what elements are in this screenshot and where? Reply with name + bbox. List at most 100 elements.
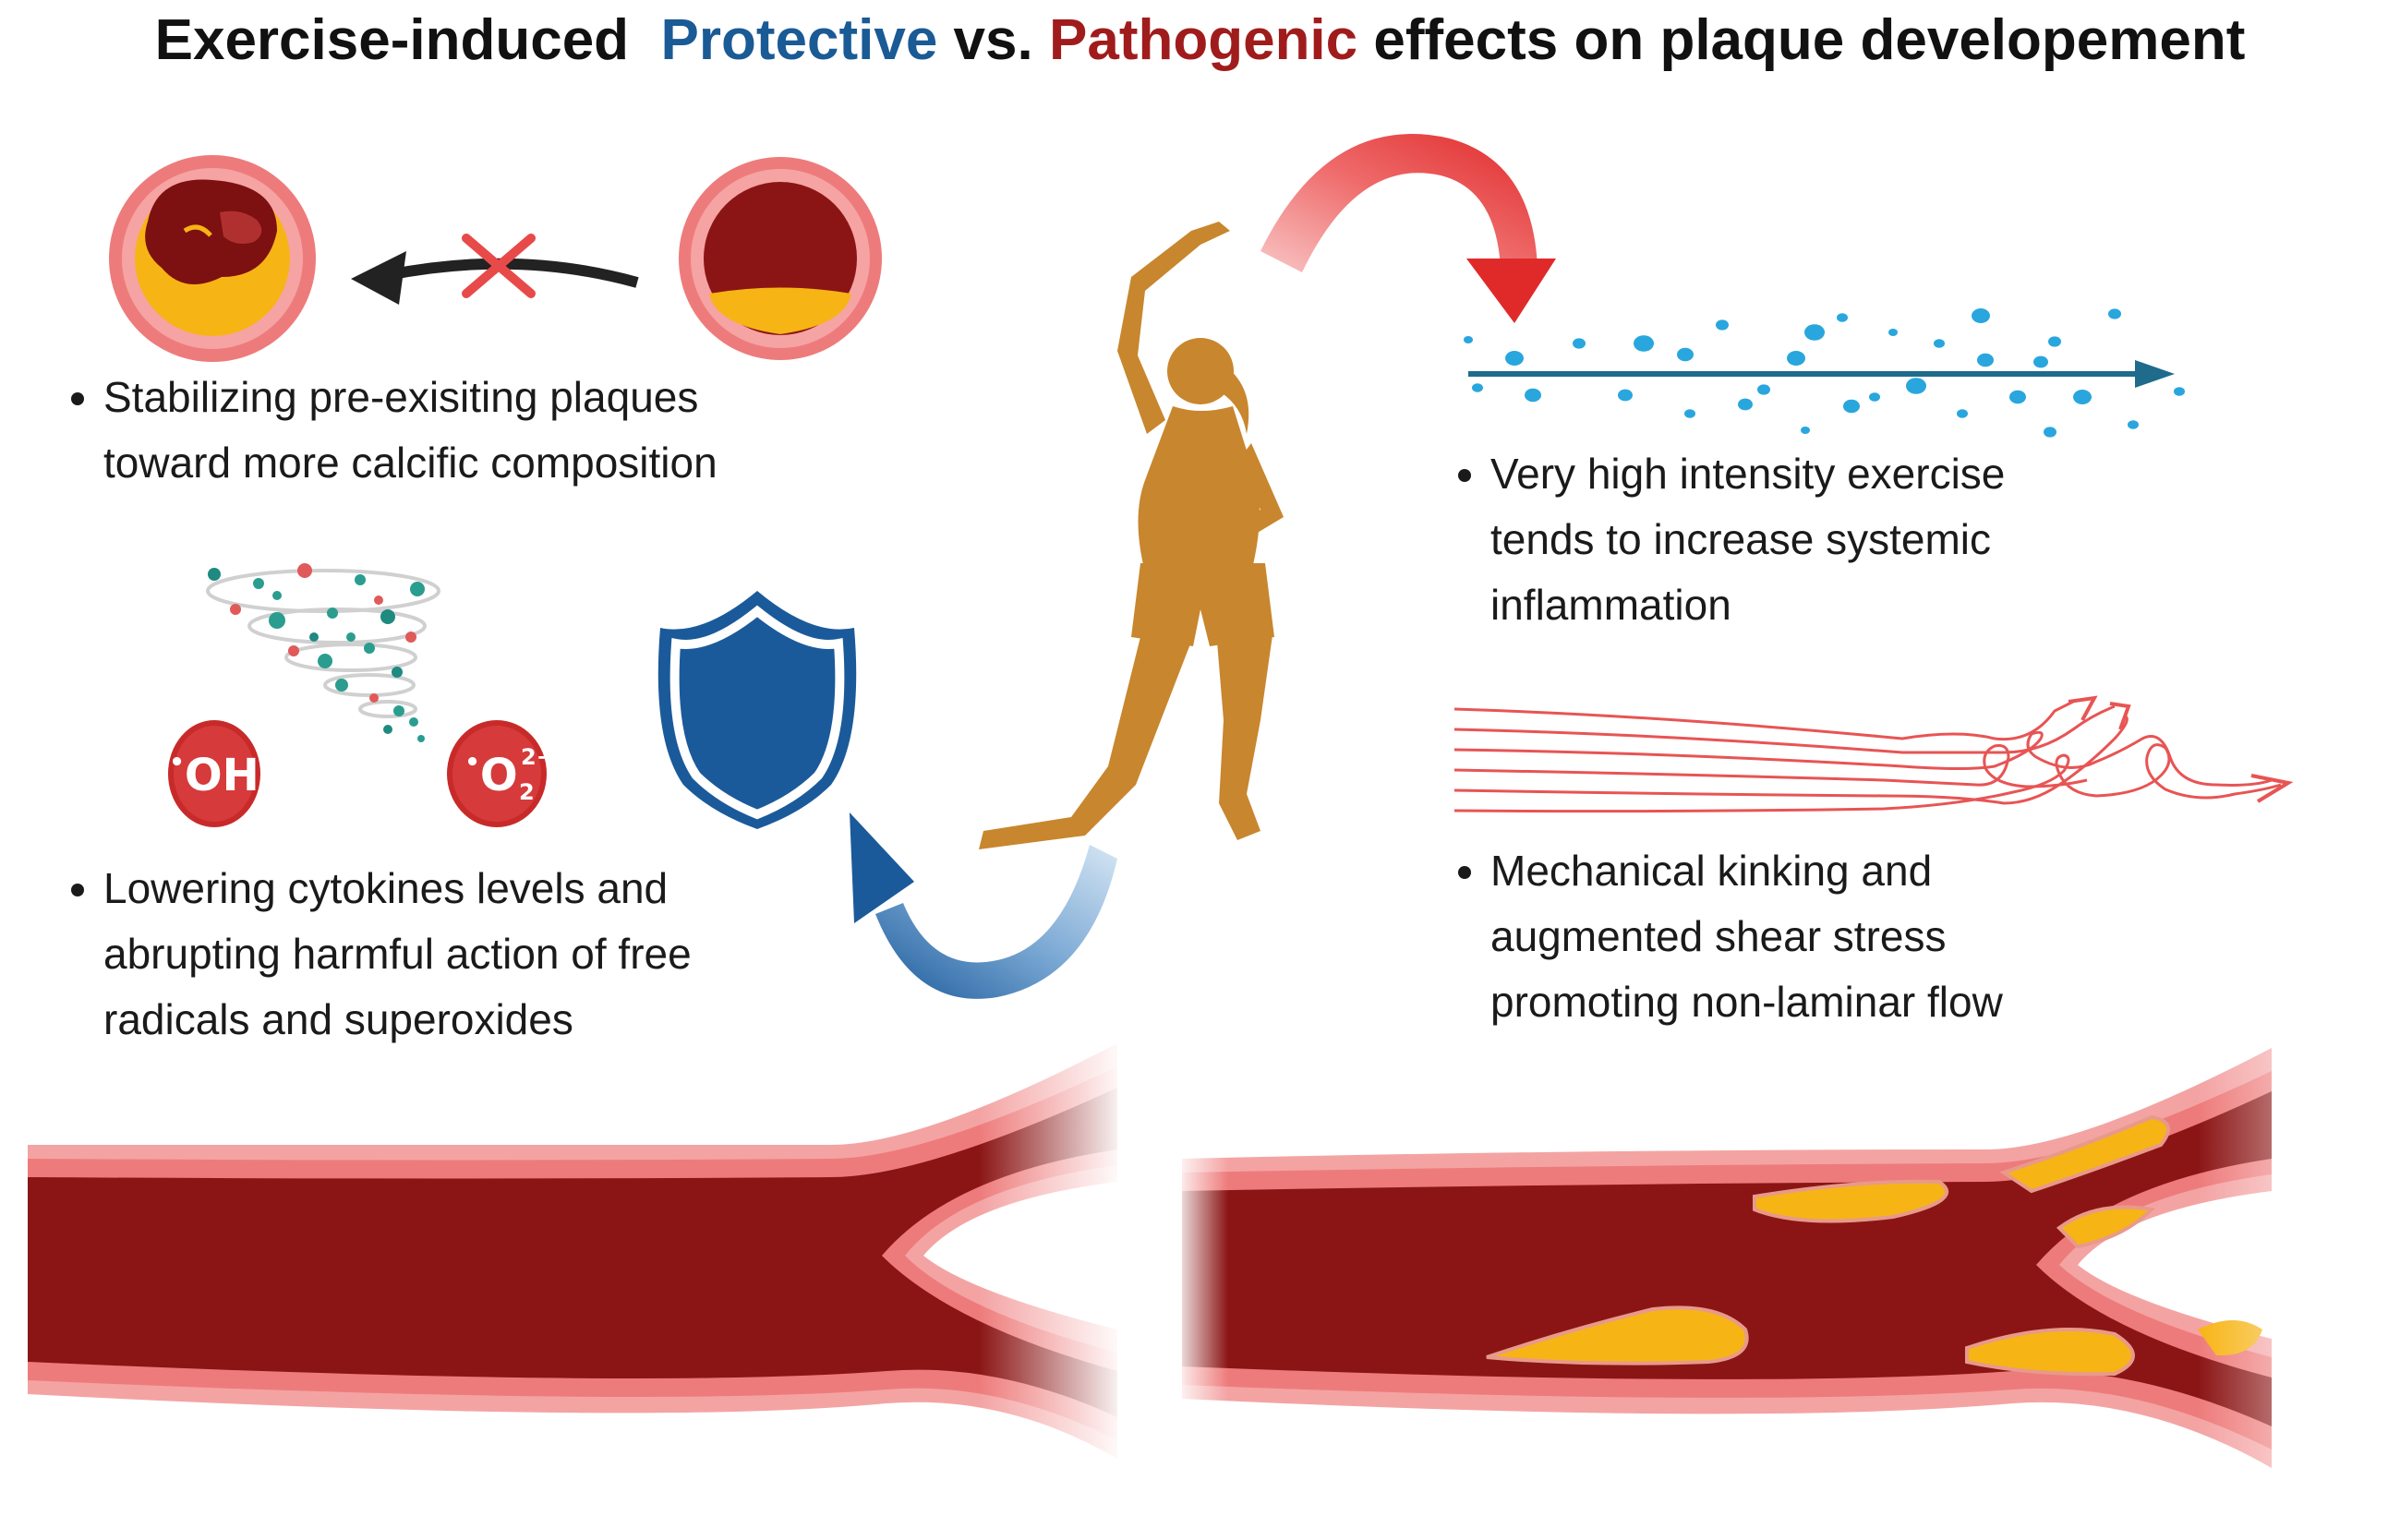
tornado-dot [409,717,418,727]
figure-title: Exercise-induced Protective vs. Pathogen… [0,7,2400,73]
tornado-dot [369,693,379,703]
tornado-dot [392,667,403,678]
inflammation-particle [1684,409,1695,418]
bullet-lowering-line2: abrupting harmful action of free [103,930,692,978]
inflammation-particle [1472,383,1483,392]
inflammation-particle [1677,347,1694,362]
tornado-dot [309,632,319,642]
title-part1: Exercise-induced [154,8,630,72]
turbulent-flow-lines-icon [1453,695,2294,813]
tornado-dot [269,612,285,629]
bullet-high-intensity: Very high intensity exercise tends to in… [1433,441,2005,638]
inflammation-particle [1525,388,1541,403]
shield-icon [657,591,857,829]
superoxide-label: O [480,750,518,801]
title-pathogenic: Pathogenic [1048,8,1358,72]
bullet-high-intensity-line1: Very high intensity exercise [1490,450,2006,498]
bullet-high-intensity-line2: tends to increase systemic [1490,515,1992,563]
inflammation-particle [2128,420,2139,429]
inflammation-particle [2048,336,2061,347]
bullet-mechanical-line2: augmented shear stress [1490,912,1947,960]
tornado-dot [405,632,416,643]
title-protective: Protective [660,8,938,72]
inflammation-particle [1837,313,1848,322]
free-radical-tornado-icon [206,563,440,742]
bullet-lowering-line3: radicals and superoxides [103,995,573,1043]
tornado-dot [335,679,348,692]
tornado-dot [253,578,264,589]
superoxide-subscript: 2 [519,779,535,805]
superoxide-radical-icon: •O 2− 2 [447,720,555,827]
bullet-lowering-cytokines: Lowering cytokines levels and abrupting … [46,856,692,1053]
bullet-stabilizing-line2: toward more calcific composition [103,439,718,487]
tornado-dot [417,735,425,742]
inflammation-particle [1634,335,1654,352]
inflammation-particle [2044,427,2056,438]
svg-text:•O: •O [464,749,517,801]
inflammation-particle [1888,329,1898,336]
inflammation-particle [1505,351,1524,366]
bullet-mechanical-kinking: Mechanical kinking and augmented shear s… [1433,838,2003,1035]
stable-plaque-vessel-icon [679,157,882,360]
tornado-dot [288,645,299,656]
exercising-woman-figure-icon [979,222,1284,849]
bullet-mechanical-line3: promoting non-laminar flow [1490,978,2003,1026]
hydroxyl-dot: • [169,749,185,776]
bullet-mechanical-line1: Mechanical kinking and [1490,847,1933,895]
inflammation-particle [1738,398,1753,411]
hydroxyl-radical-icon: •OH [168,720,260,827]
inflammation-particle [1757,384,1770,395]
protective-curved-arrow-icon [850,812,1117,999]
tornado-dot [410,582,425,596]
tornado-dot [208,568,221,581]
inflammation-particle [1843,399,1860,414]
inflammation-particle [1573,338,1586,349]
inflammation-particle [2108,308,2121,319]
inflammation-particle [1934,339,1945,348]
tornado-dot [318,654,332,668]
superoxide-charge: 2− [521,744,555,770]
title-vs: vs. [953,8,1033,72]
title-part2: effects on plaque developement [1373,8,2246,72]
inflammation-particle [2174,387,2185,396]
bullet-lowering-line1: Lowering cytokines levels and [103,864,669,912]
diseased-artery-bifurcation-icon [1173,1034,2400,1496]
tornado-dot [327,608,338,619]
tornado-dot [380,609,395,624]
inflammation-particle [1801,427,1810,434]
unstable-plaque-vessel-icon [109,155,316,362]
inflammation-particle [1869,392,1880,402]
blocked-arrow-icon [351,234,639,305]
inflammation-particle [1464,336,1473,343]
tornado-dot [355,574,366,585]
inflammation-particle [2033,355,2048,368]
inflammation-particle [1787,351,1805,366]
healthy-artery-bifurcation-icon [28,1034,1127,1477]
tornado-dot [230,604,241,615]
inflammation-particle [1977,353,1994,367]
tornado-dot [346,632,356,642]
inflammation-particle [1906,378,1926,394]
superoxide-dot: • [464,749,480,776]
bullet-stabilizing-plaques: Stabilizing pre-exisiting plaques toward… [46,365,718,496]
bullet-stabilizing-line1: Stabilizing pre-exisiting plaques [103,373,699,421]
tornado-dot [383,725,392,734]
hydroxyl-label: OH [185,750,259,801]
tornado-dot [364,643,375,654]
pathogenic-curved-arrow-icon [1260,134,1556,323]
tornado-dot [393,705,404,716]
inflammation-particle [1972,308,1990,323]
inflammation-particle [1957,409,1968,418]
inflammation-particles-icon [1464,308,2185,438]
inflammation-particle [1618,389,1633,402]
inflammation-particle [1716,319,1729,331]
inflammation-particle [2009,390,2026,404]
bullet-high-intensity-line3: inflammation [1490,581,1731,629]
tornado-dot [272,591,282,600]
svg-text:•OH: •OH [169,749,259,801]
tornado-dot [297,563,312,578]
tornado-dot [374,596,383,605]
inflammation-particle [2073,390,2092,404]
inflammation-particle [1804,324,1825,341]
